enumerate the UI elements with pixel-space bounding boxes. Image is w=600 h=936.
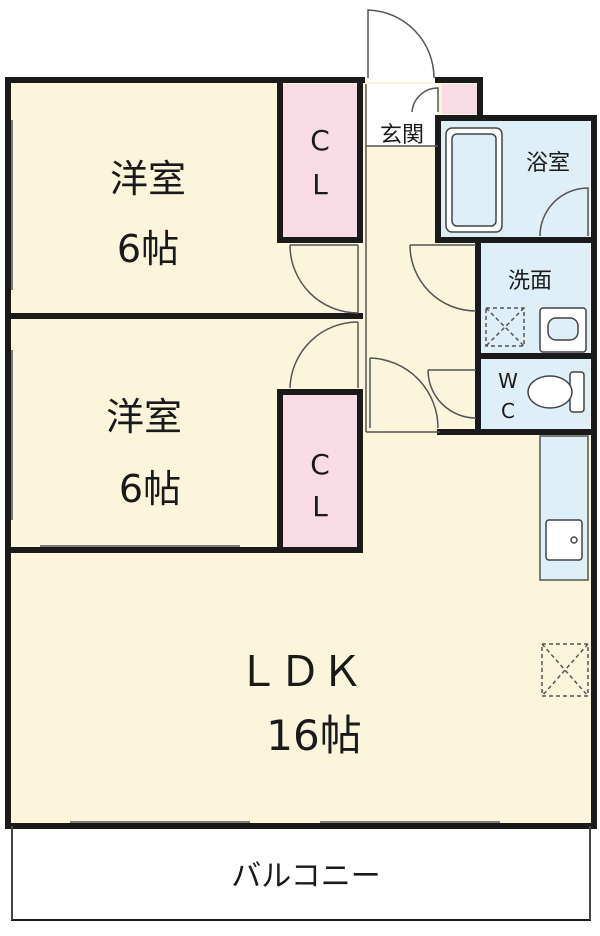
- closet-2-line1: C: [310, 448, 330, 481]
- bathtub-icon: [445, 127, 503, 233]
- thin-lines: [11, 84, 591, 920]
- closet-2-line2: L: [312, 490, 328, 523]
- entrance-floor: [366, 84, 438, 146]
- ldk-name: ＬＤＫ: [237, 647, 363, 696]
- western-1-size: 6帖: [117, 227, 179, 271]
- western-room-1: [10, 82, 280, 316]
- walls: [5, 77, 597, 829]
- entrance-door: [367, 9, 435, 79]
- kitchen-sink-icon: [545, 519, 583, 561]
- door-ldk: [369, 357, 439, 429]
- western-1-name: 洋室: [110, 157, 186, 201]
- door-wc: [427, 369, 477, 419]
- washing-machine-icon: [485, 307, 525, 347]
- closet-1-line1: C: [310, 124, 330, 157]
- wc-line1: W: [498, 369, 518, 393]
- closet-2: [282, 394, 358, 548]
- door-western-2: [289, 321, 359, 389]
- entrance-label: 玄関: [380, 123, 424, 148]
- door-washroom: [409, 244, 477, 312]
- washroom-label: 洗面: [508, 269, 552, 294]
- closet-1-line2: L: [312, 168, 328, 201]
- door-storage: [411, 87, 439, 113]
- ldk-size: 16帖: [266, 711, 361, 760]
- balcony-label: バルコニー: [231, 859, 380, 894]
- balcony-area: [11, 825, 591, 921]
- refrigerator-icon: [541, 643, 589, 697]
- door-bath: [539, 187, 589, 237]
- doors: [289, 9, 589, 429]
- door-western-1: [289, 244, 359, 314]
- wc-line2: C: [501, 399, 515, 423]
- windows: [11, 120, 500, 823]
- western-2-size: 6帖: [119, 467, 181, 511]
- bath-label: 浴室: [526, 151, 570, 176]
- western-2-name: 洋室: [106, 395, 182, 439]
- washbasin-icon: [539, 307, 587, 353]
- entrance-storage: [442, 84, 478, 114]
- closet-1: [282, 84, 358, 238]
- toilet-icon: [527, 371, 585, 413]
